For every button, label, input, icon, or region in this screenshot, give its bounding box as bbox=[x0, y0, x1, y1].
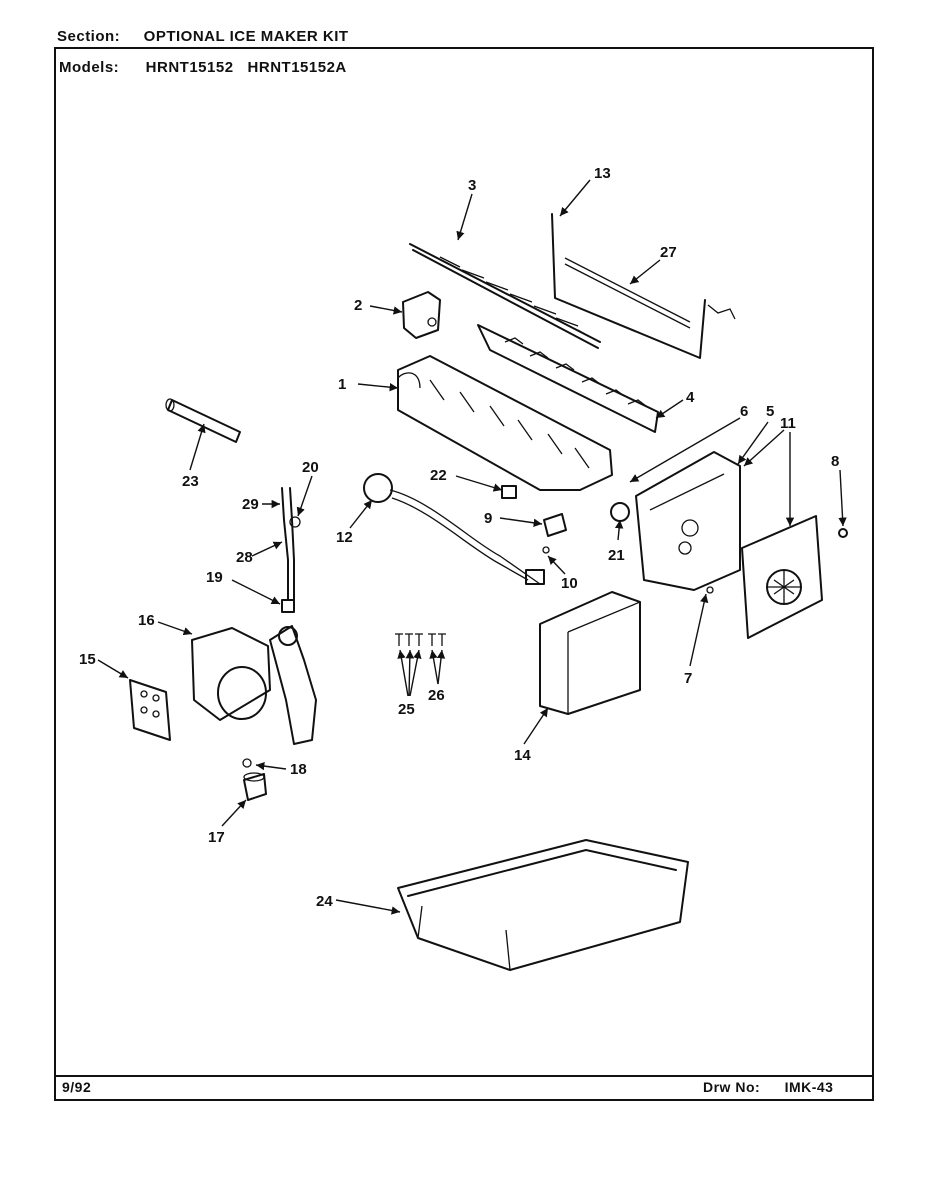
callout-labels: 1 2 3 4 5 6 7 8 9 10 11 12 13 14 15 16 1… bbox=[79, 165, 839, 910]
fill-tube-part bbox=[165, 398, 241, 443]
leader-11a bbox=[743, 429, 785, 467]
callout-5: 5 bbox=[766, 403, 774, 420]
leader-20 bbox=[296, 475, 313, 517]
callout-16: 16 bbox=[138, 612, 155, 629]
water-tube-part bbox=[281, 487, 301, 613]
leader-25c bbox=[409, 649, 422, 697]
leader-3 bbox=[456, 193, 473, 241]
callout-12: 12 bbox=[336, 529, 353, 546]
footer-rule bbox=[54, 1075, 874, 1077]
clip-part bbox=[706, 586, 714, 594]
callout-27: 27 bbox=[660, 244, 677, 261]
callout-18: 18 bbox=[290, 761, 307, 778]
control-housing-part bbox=[635, 451, 741, 591]
leader-10 bbox=[547, 555, 566, 575]
mounting-plate-part bbox=[741, 515, 823, 639]
callout-20: 20 bbox=[302, 459, 319, 476]
callout-4: 4 bbox=[686, 389, 695, 406]
section-heading: Section: OPTIONAL ICE MAKER KIT bbox=[57, 28, 349, 45]
drawing-number-block: Drw No: IMK-43 bbox=[703, 1079, 833, 1095]
water-valve-part bbox=[191, 625, 317, 745]
leader-1 bbox=[357, 382, 399, 392]
diagram-frame bbox=[54, 47, 874, 1101]
callout-15: 15 bbox=[79, 651, 96, 668]
leader-2 bbox=[369, 305, 403, 315]
ejector-blade-part bbox=[409, 243, 601, 349]
cover-part bbox=[539, 591, 641, 715]
ferrule-part bbox=[242, 758, 252, 768]
callout-13: 13 bbox=[594, 165, 611, 182]
leader-25b bbox=[405, 649, 415, 697]
ice-mold-part bbox=[397, 355, 613, 491]
callout-24: 24 bbox=[316, 893, 333, 910]
leader-26b bbox=[436, 649, 446, 685]
nut-part bbox=[243, 772, 267, 801]
leader-15 bbox=[97, 659, 129, 679]
callout-10: 10 bbox=[561, 575, 578, 592]
gear-part bbox=[610, 502, 630, 522]
callout-28: 28 bbox=[236, 549, 253, 566]
drawing-number: IMK-43 bbox=[784, 1079, 834, 1095]
leader-18 bbox=[255, 761, 287, 771]
screws-part bbox=[395, 633, 446, 646]
switch-screw-part bbox=[542, 546, 550, 554]
stripper-part bbox=[477, 324, 659, 433]
leader-24 bbox=[335, 899, 401, 915]
leader-9 bbox=[499, 517, 543, 527]
callout-22: 22 bbox=[430, 467, 447, 484]
revision-date: 9/92 bbox=[62, 1079, 92, 1095]
callout-19: 19 bbox=[206, 569, 223, 586]
callout-9: 9 bbox=[484, 510, 492, 527]
callout-1: 1 bbox=[338, 376, 346, 393]
callout-7: 7 bbox=[684, 670, 692, 687]
ice-bin-part bbox=[397, 839, 689, 971]
leader-7 bbox=[689, 593, 709, 667]
thermostat-part bbox=[501, 485, 517, 499]
drawing-label: Drw No: bbox=[703, 1079, 761, 1095]
leader-25a bbox=[397, 649, 409, 697]
leader-16 bbox=[157, 621, 193, 636]
switch-part bbox=[543, 513, 567, 537]
leader-27 bbox=[629, 259, 661, 285]
callout-23: 23 bbox=[182, 473, 199, 490]
leader-17 bbox=[221, 799, 247, 827]
models-heading: Models: HRNT15152 HRNT15152A bbox=[59, 59, 347, 76]
wiring-harness-part bbox=[363, 473, 545, 585]
callout-29: 29 bbox=[242, 496, 259, 513]
models-label: Models: bbox=[59, 59, 120, 76]
leader-14 bbox=[523, 707, 549, 745]
section-value: OPTIONAL ICE MAKER KIT bbox=[143, 28, 349, 45]
leader-13 bbox=[559, 179, 591, 217]
leader-22 bbox=[455, 475, 503, 492]
leader-5 bbox=[737, 421, 769, 465]
screw-part bbox=[838, 528, 848, 538]
callout-leaders bbox=[97, 179, 847, 915]
callout-25: 25 bbox=[398, 701, 415, 718]
leader-6 bbox=[629, 417, 741, 483]
leader-12 bbox=[349, 499, 373, 529]
leader-26a bbox=[429, 649, 439, 685]
callout-6: 6 bbox=[740, 403, 748, 420]
section-label: Section: bbox=[57, 28, 121, 45]
leader-19 bbox=[231, 579, 281, 605]
callout-21: 21 bbox=[608, 547, 625, 564]
callout-26: 26 bbox=[428, 687, 445, 704]
callout-11: 11 bbox=[780, 415, 796, 432]
leader-23 bbox=[189, 423, 206, 471]
valve-bracket-part bbox=[129, 679, 171, 741]
callout-14: 14 bbox=[514, 747, 531, 764]
bracket-part bbox=[402, 291, 441, 339]
shield-part bbox=[551, 213, 736, 359]
models-value: HRNT15152 HRNT15152A bbox=[145, 59, 347, 76]
callout-3: 3 bbox=[468, 177, 476, 194]
leader-4 bbox=[655, 399, 684, 419]
leader-8 bbox=[838, 469, 847, 527]
leader-28 bbox=[251, 541, 283, 557]
callout-2: 2 bbox=[354, 297, 362, 314]
leader-21 bbox=[614, 519, 624, 541]
callout-17: 17 bbox=[208, 829, 225, 846]
callout-8: 8 bbox=[831, 453, 839, 470]
